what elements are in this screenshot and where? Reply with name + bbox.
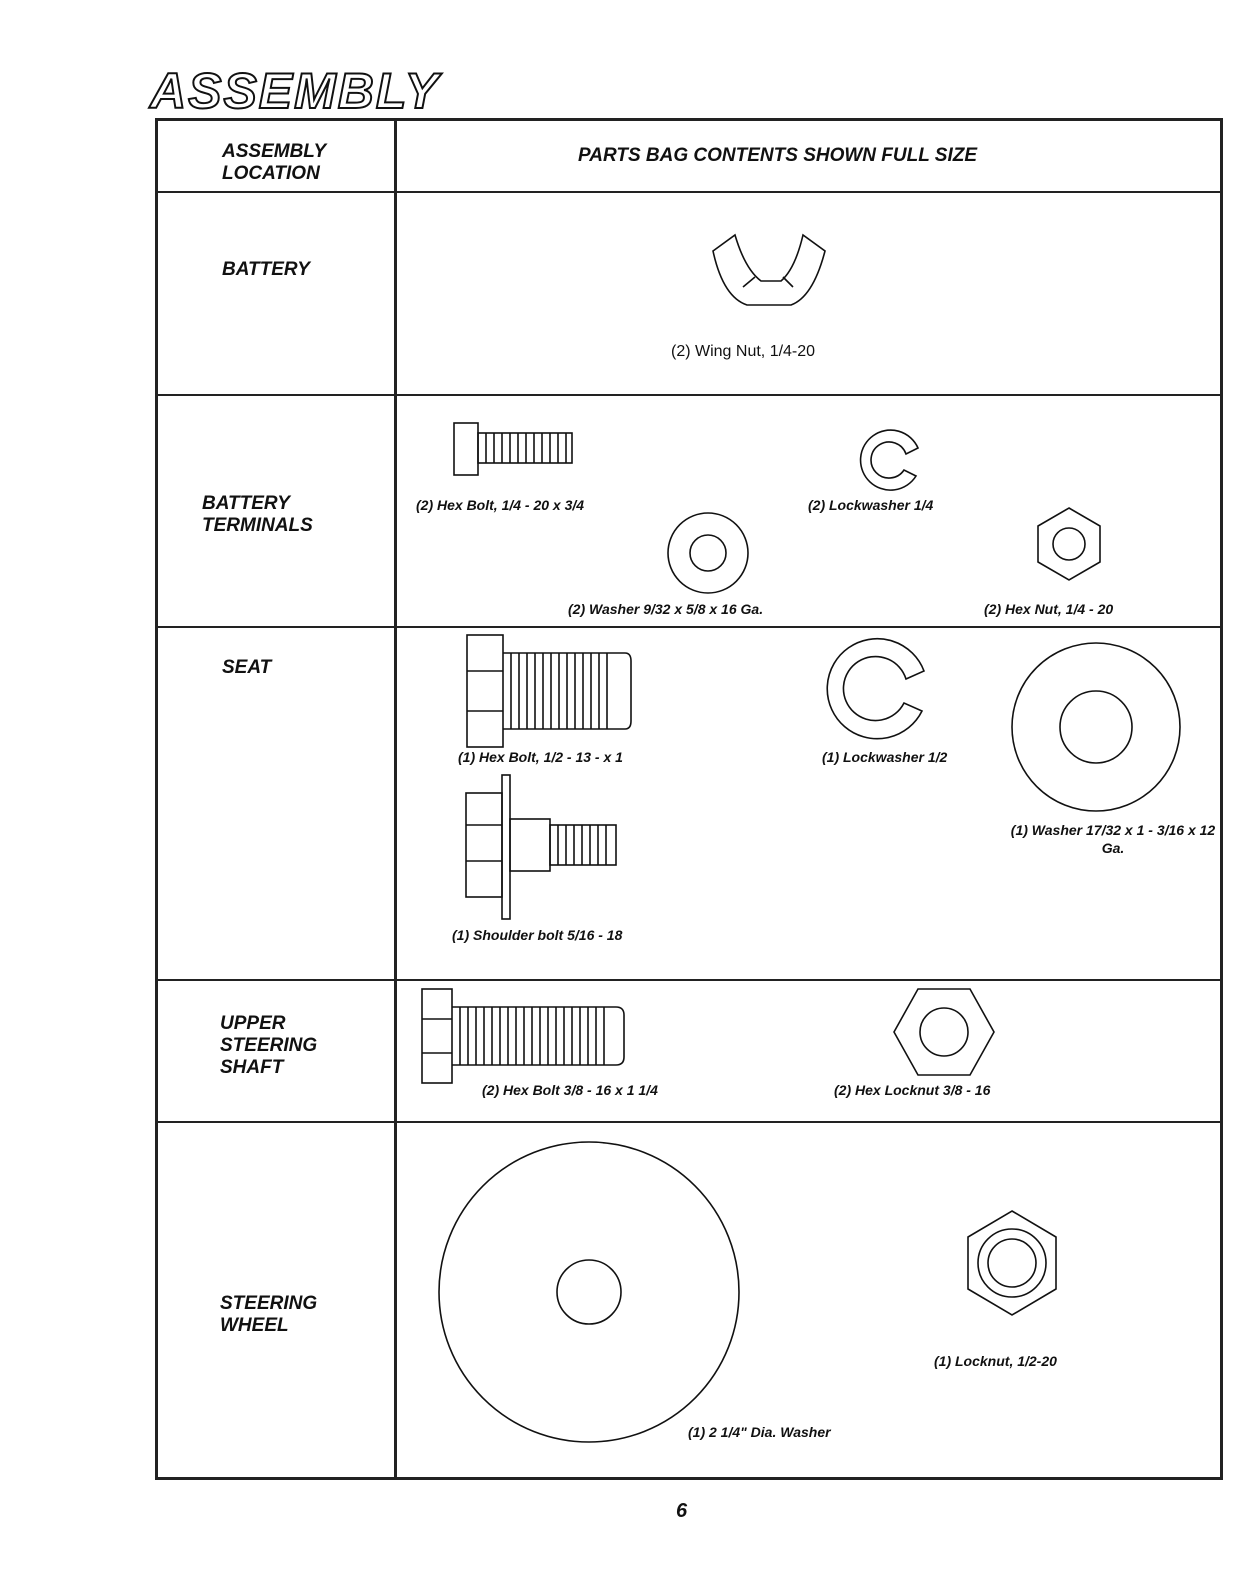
row-divider: [158, 394, 1220, 396]
wing-nut-icon: [712, 233, 826, 306]
washer-icon: [667, 512, 749, 594]
part-caption: (1) Lockwasher 1/2: [822, 749, 948, 765]
column-header-location: ASSEMBLY LOCATION: [222, 141, 326, 184]
part-caption: (1) Washer 17/32 x 1 - 3/16 x 12 Ga.: [1010, 822, 1216, 856]
part-caption: (2) Hex Locknut 3/8 - 16: [834, 1082, 991, 1098]
page-number: 6: [676, 1500, 688, 1522]
row-divider: [158, 1121, 1220, 1123]
lockwasher-icon: [826, 637, 926, 740]
locknut-icon: [967, 1210, 1057, 1316]
hex-bolt-icon: [466, 634, 632, 748]
row-divider: [158, 979, 1220, 981]
location-battery: BATTERY: [222, 259, 310, 280]
part-caption: (2) Hex Bolt, 1/4 - 20 x 3/4: [416, 497, 585, 513]
part-caption: (1) Hex Bolt, 1/2 - 13 - x 1: [458, 749, 623, 765]
hex-locknut-icon: [893, 988, 995, 1076]
part-caption: (1) Locknut, 1/2-20: [934, 1353, 1057, 1369]
part-caption: (2) Hex Bolt 3/8 - 16 x 1 1/4: [482, 1082, 658, 1098]
part-caption: (2) Hex Nut, 1/4 - 20: [984, 601, 1114, 617]
column-divider: [394, 121, 397, 1477]
location-battery-terminals: BATTERY TERMINALS: [202, 493, 313, 536]
location-steering-wheel: STEERING WHEEL: [220, 1293, 318, 1336]
location-seat: SEAT: [222, 657, 272, 678]
location-upper-steering-shaft: UPPER STEERING SHAFT: [220, 1013, 318, 1078]
column-header-parts: PARTS BAG CONTENTS SHOWN FULL SIZE: [578, 145, 978, 166]
hex-nut-icon: [1037, 507, 1101, 581]
hex-bolt-icon: [453, 422, 573, 476]
part-caption: (1) 2 1/4" Dia. Washer: [688, 1424, 831, 1440]
washer-icon: [438, 1141, 740, 1443]
part-caption: (2) Lockwasher 1/4: [808, 497, 934, 513]
part-caption: (1) Shoulder bolt 5/16 - 18: [452, 927, 623, 943]
washer-icon: [1011, 642, 1181, 812]
shoulder-bolt-icon: [465, 774, 617, 920]
part-caption: (2) Washer 9/32 x 5/8 x 16 Ga.: [568, 601, 764, 617]
lockwasher-icon: [859, 429, 920, 491]
hex-bolt-icon: [421, 988, 625, 1084]
row-divider: [158, 191, 1220, 193]
page-title: ASSEMBLY: [149, 62, 441, 120]
row-divider: [158, 626, 1220, 628]
parts-table: ASSEMBLY LOCATION PARTS BAG CONTENTS SHO…: [155, 118, 1223, 1480]
part-caption: (2) Wing Nut, 1/4-20: [671, 343, 816, 360]
